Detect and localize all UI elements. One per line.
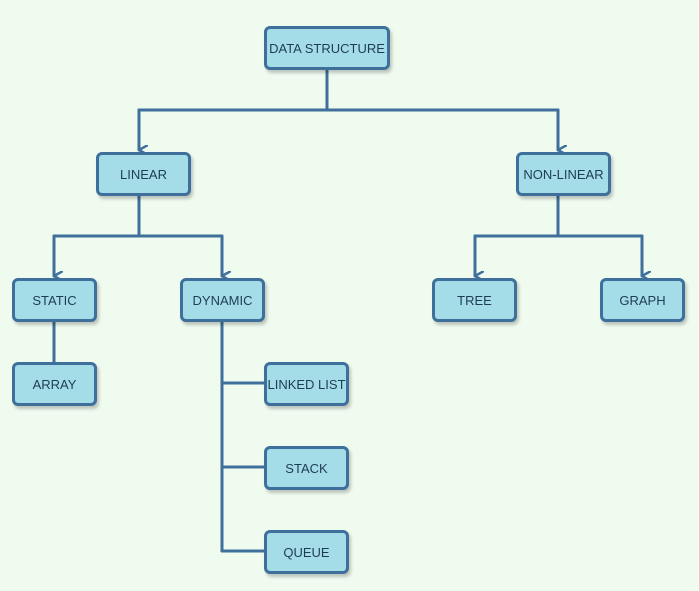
node-linked-list: LINKED LIST — [264, 362, 349, 406]
node-array: ARRAY — [12, 362, 97, 406]
node-non-linear: NON-LINEAR — [516, 152, 611, 196]
node-tree: TREE — [432, 278, 517, 322]
node-static: STATIC — [12, 278, 97, 322]
node-data-structure: DATA STRUCTURE — [264, 26, 390, 70]
node-graph: GRAPH — [600, 278, 685, 322]
node-queue: QUEUE — [264, 530, 349, 574]
node-dynamic: DYNAMIC — [180, 278, 265, 322]
node-stack: STACK — [264, 446, 349, 490]
node-linear: LINEAR — [96, 152, 191, 196]
